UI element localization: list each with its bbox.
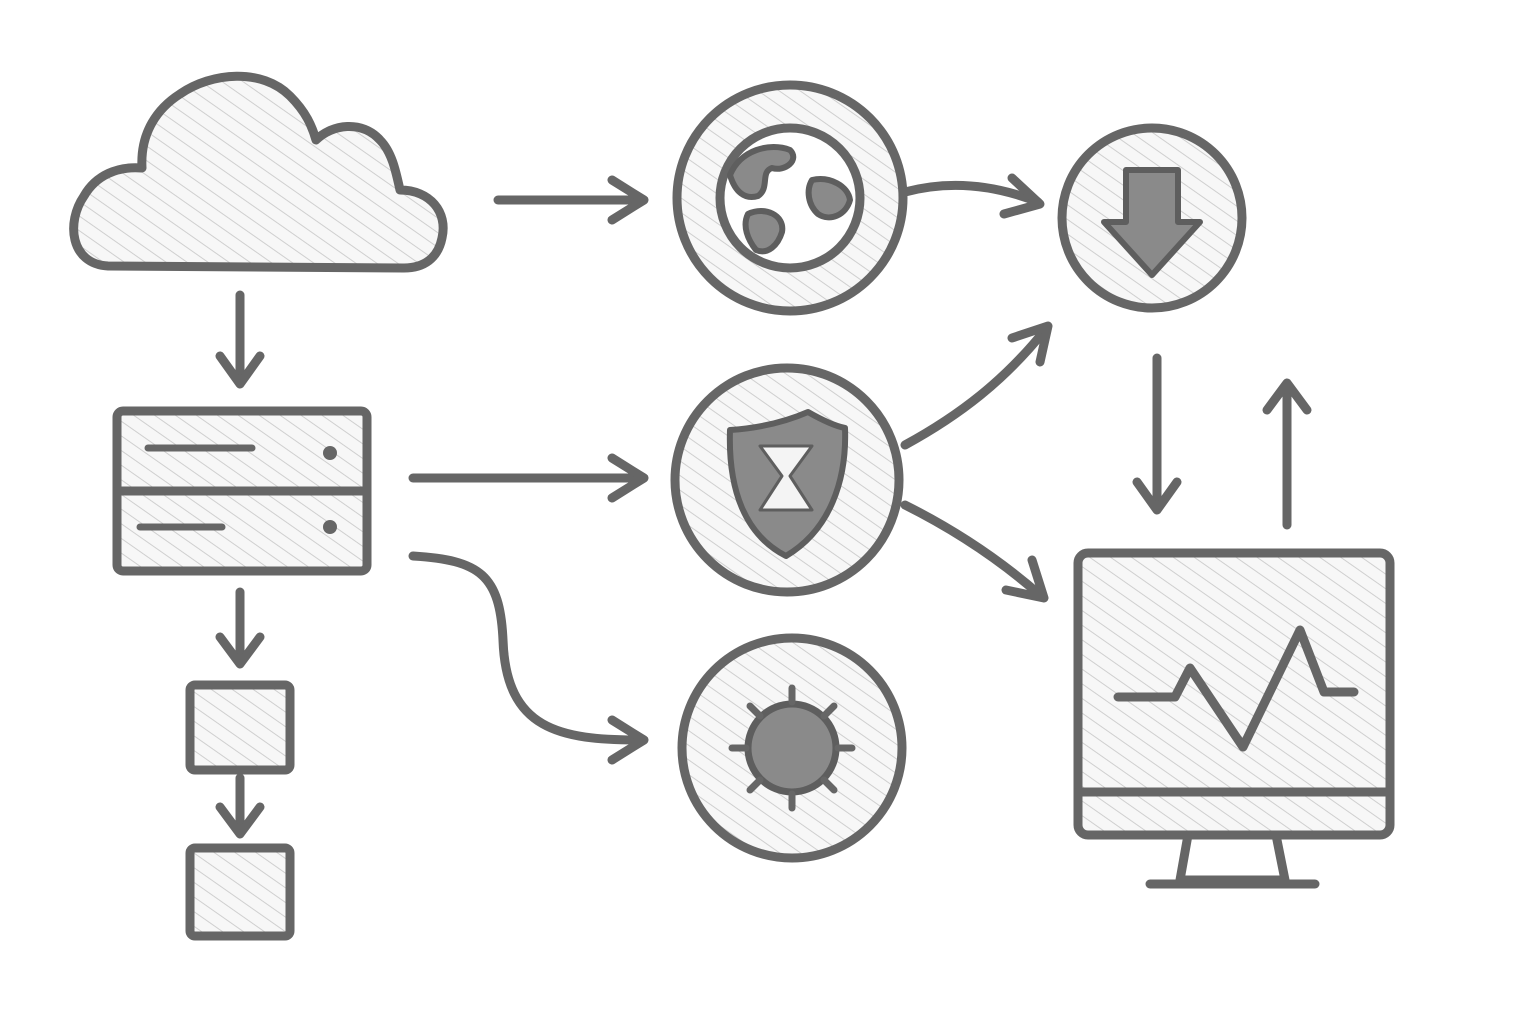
edge-cloud-to-globe — [493, 175, 649, 225]
server-rack-icon — [112, 406, 372, 576]
edge-server-to-shield — [408, 453, 649, 503]
edge-shield-to-download — [900, 321, 1053, 450]
globe-icon — [672, 80, 908, 316]
edge-globe-to-download — [900, 173, 1045, 219]
edge-shield-to-monitor — [900, 500, 1049, 603]
square-icon-2 — [185, 843, 295, 941]
edge-cloud-to-server — [215, 290, 265, 389]
monitor-pulse-icon — [1073, 548, 1395, 889]
virus-bug-icon — [677, 633, 907, 863]
download-arrow-icon — [1057, 123, 1247, 313]
square-icon-1 — [185, 680, 295, 775]
edge-server-to-bug — [408, 551, 649, 765]
edge-download-to-monitor — [1132, 353, 1182, 515]
edge-monitor-to-download — [1262, 378, 1312, 530]
edge-box-1-to-box-2 — [215, 773, 265, 839]
shield-hourglass-icon — [670, 363, 904, 597]
edges — [215, 173, 1312, 839]
cloud-icon — [69, 71, 448, 273]
edge-server-to-box-1 — [215, 587, 265, 669]
